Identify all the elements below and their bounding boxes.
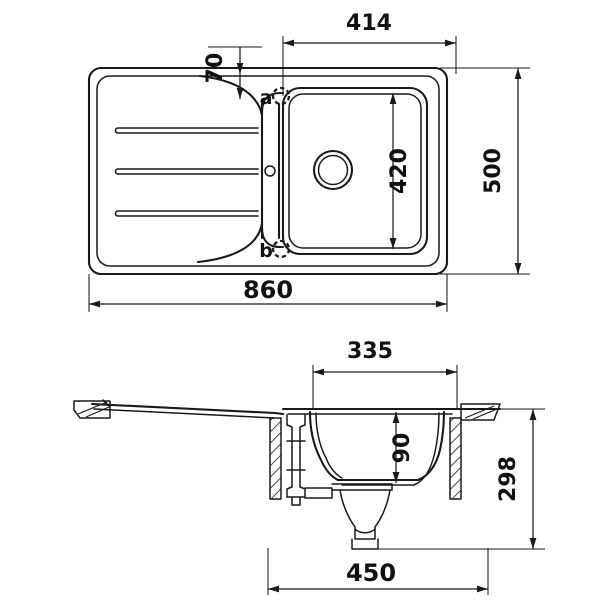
dimension-298: 298: [378, 408, 545, 550]
tap-hole-b-label: b: [259, 240, 273, 262]
tap-hole-b-pad: [260, 226, 285, 249]
tap-hole-b-circle: [271, 239, 291, 259]
waste-outlet: [304, 483, 393, 550]
sink-outer-rim: [87, 66, 449, 276]
side-view: 335 90 298: [73, 339, 545, 595]
drainer-top-curve: [198, 74, 264, 117]
groove-1: [114, 127, 259, 134]
groove-3: [114, 210, 259, 217]
dimension-500: 500: [440, 67, 530, 275]
mounting-clip-right: [460, 403, 501, 421]
dimension-860: 860: [88, 274, 448, 312]
dimension-420-label: 420: [387, 148, 412, 194]
tap-hole-marker-a: a: [260, 86, 291, 109]
dimension-420: 420: [387, 93, 412, 249]
bowl-wall-left-inner: [315, 412, 343, 479]
dimension-90-label: 90: [390, 433, 415, 464]
dimension-500-label: 500: [481, 148, 506, 194]
dimension-335-label: 335: [347, 339, 393, 364]
bowl-wall-right: [416, 410, 446, 482]
overflow-hole: [264, 165, 276, 177]
mounting-bracket-left: [269, 417, 282, 500]
sink-inner-edge: [96, 75, 440, 267]
drainer-bottom-curve: [196, 222, 264, 264]
dimension-860-label: 860: [243, 276, 293, 304]
tap-hole-a-circle: [271, 86, 291, 106]
bowl-wall-right-inner: [413, 412, 440, 486]
dimension-298-label: 298: [496, 456, 521, 502]
drainboard-deck: [90, 402, 285, 416]
drain-hole-inner: [317, 154, 349, 186]
dimension-450: 450: [267, 548, 489, 595]
dimension-414-label: 414: [346, 11, 392, 36]
groove-2: [114, 168, 259, 175]
dimension-90: 90: [390, 412, 415, 483]
main-bowl-inner: [288, 93, 422, 249]
tap-hole-a-pad: [260, 91, 285, 114]
overflow-pipe: [286, 414, 306, 506]
drainboard-grooves: [114, 127, 259, 217]
dimension-335: 335: [312, 339, 458, 408]
main-bowl: [281, 86, 429, 256]
bowl-wall-left: [308, 410, 340, 482]
tap-hole-marker-b: b: [259, 239, 291, 262]
drainboard-deck-under: [93, 408, 275, 419]
mounting-bracket-right: [449, 417, 462, 500]
dimension-414: 414: [282, 11, 457, 96]
tap-hole-a-label: a: [260, 87, 273, 109]
top-view: a b 414 70: [87, 11, 530, 312]
dimension-70: 70: [203, 46, 262, 99]
dimension-70-label: 70: [203, 53, 228, 84]
drain-hole: [312, 149, 354, 191]
dimension-450-label: 450: [346, 559, 396, 587]
